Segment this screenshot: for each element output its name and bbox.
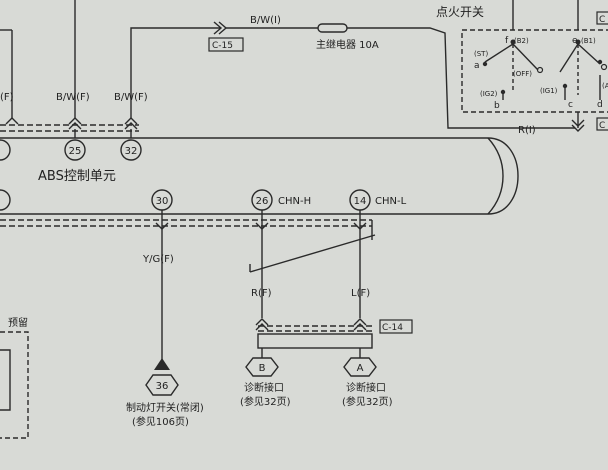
switch-open-node [536,66,544,74]
twisted-pair-line [249,234,376,273]
pin-label-chn-l: CHN-L [375,196,407,207]
connector-arrow-icon [353,323,367,331]
switch-node [482,61,488,67]
switch-terminal-a: a [474,61,480,71]
connector-arrow-icon [68,122,82,130]
wire-label-bw-25: B/W(F) [56,92,90,103]
switch-terminal-b: b [494,101,500,111]
abs-module-outline [0,137,519,215]
wire-label-lf: L(F) [351,288,370,299]
diag-a-letter: A [357,363,364,374]
switch-contact [559,43,579,73]
connector-arrow-icon [255,323,269,331]
hexagon-36-icon [145,374,179,396]
c-tag-box-bottom [596,117,608,131]
hexagon-a-icon [343,357,377,377]
pin-32: 32 [125,146,138,157]
diag-b-letter: B [259,363,266,374]
connector-arrow-icon [68,117,82,125]
wire-to-switch [347,27,575,129]
connector-arrow-icon [571,124,585,132]
pin-26: 26 [256,196,269,207]
reserved-inner [0,349,11,411]
switch-contact [484,43,514,63]
switch-label-st: (ST) [474,50,488,58]
switch-node [597,59,603,65]
c-tag-top: C [599,15,605,25]
abs-unit-title: ABS控制单元 [38,169,116,184]
ignition-switch-title: 点火开关 [436,5,484,19]
c-tag-bottom: C [599,121,605,131]
switch-node [510,39,516,45]
connector-arrow-icon [255,318,269,326]
fuse-label: 主继电器 10A [316,38,379,51]
c15-arrow-icon [213,21,223,35]
ignition-switch-box [461,29,608,113]
pin-25: 25 [69,146,82,157]
connector-arrow-icon [124,122,138,130]
switch-terminal-d: d [597,100,603,110]
c14-tag-box [379,319,413,334]
pin-circle [0,189,11,211]
switch-terminal-f: f [505,36,509,46]
switch-contact [577,43,601,65]
connector-arrow-icon [124,117,138,125]
diag-b-ref: (参见32页) [240,395,291,408]
switch-label-off: (OFF) [513,70,532,78]
switch-open-node [600,63,608,71]
pin-label-chn-h: CHN-H [278,196,311,207]
fuse-icon [317,23,348,33]
wire-label-rf: R(F) [251,288,272,299]
switch-label-ig1: (IG1) [540,87,558,95]
switch-node [562,83,568,89]
wire-label-left: (F) [0,92,14,103]
switch-label-b2: (B2) [514,37,529,45]
wire-label-yg: Y/G(F) [142,254,174,265]
c-tag-box-top [596,11,608,25]
diag-a-name: 诊断接口 [346,381,386,394]
wire-label-bw-i: B/W(I) [250,15,281,26]
switch-terminal-c: c [568,100,573,110]
switch-label-b1: (B1) [581,37,596,45]
switch-label-a-right: (A [602,82,608,90]
pin-circle [0,139,11,161]
c15-tag: C-15 [212,41,233,51]
pin-30: 30 [156,196,169,207]
hexagon-b-icon [245,357,279,377]
brake-switch-name: 制动灯开关(常闭) [126,401,204,414]
c14-connector-body [257,333,373,349]
ground-triangle-icon [154,358,170,370]
c14-tag: C-14 [382,323,403,333]
reserved-box [0,331,29,439]
pin-circle [64,139,86,161]
connector-arrow-icon [353,318,367,326]
switch-contact [512,43,539,71]
abs-module-curve [487,137,504,215]
wire-32 [130,27,221,118]
switch-label-ig2: (IG2) [480,90,498,98]
wire-label-bw-32: B/W(F) [114,92,148,103]
c15-arrow-icon-2 [218,21,228,35]
reserved-label: 预留 [8,316,28,329]
connector-arrow-icon [571,119,585,127]
switch-terminal-e: e [572,36,578,46]
brake-switch-ref: (参见106页) [132,415,189,428]
connector-arrow-icon [5,117,19,125]
switch-node [575,39,581,45]
c15-tag-box [208,37,244,52]
wire-label-r-i: R(I) [518,125,536,136]
pin-14: 14 [354,196,367,207]
diag-a-ref: (参见32页) [342,395,393,408]
diag-b-name: 诊断接口 [244,381,284,394]
pin-circle [120,139,142,161]
brake-switch-number: 36 [156,381,169,392]
switch-node [500,89,506,95]
